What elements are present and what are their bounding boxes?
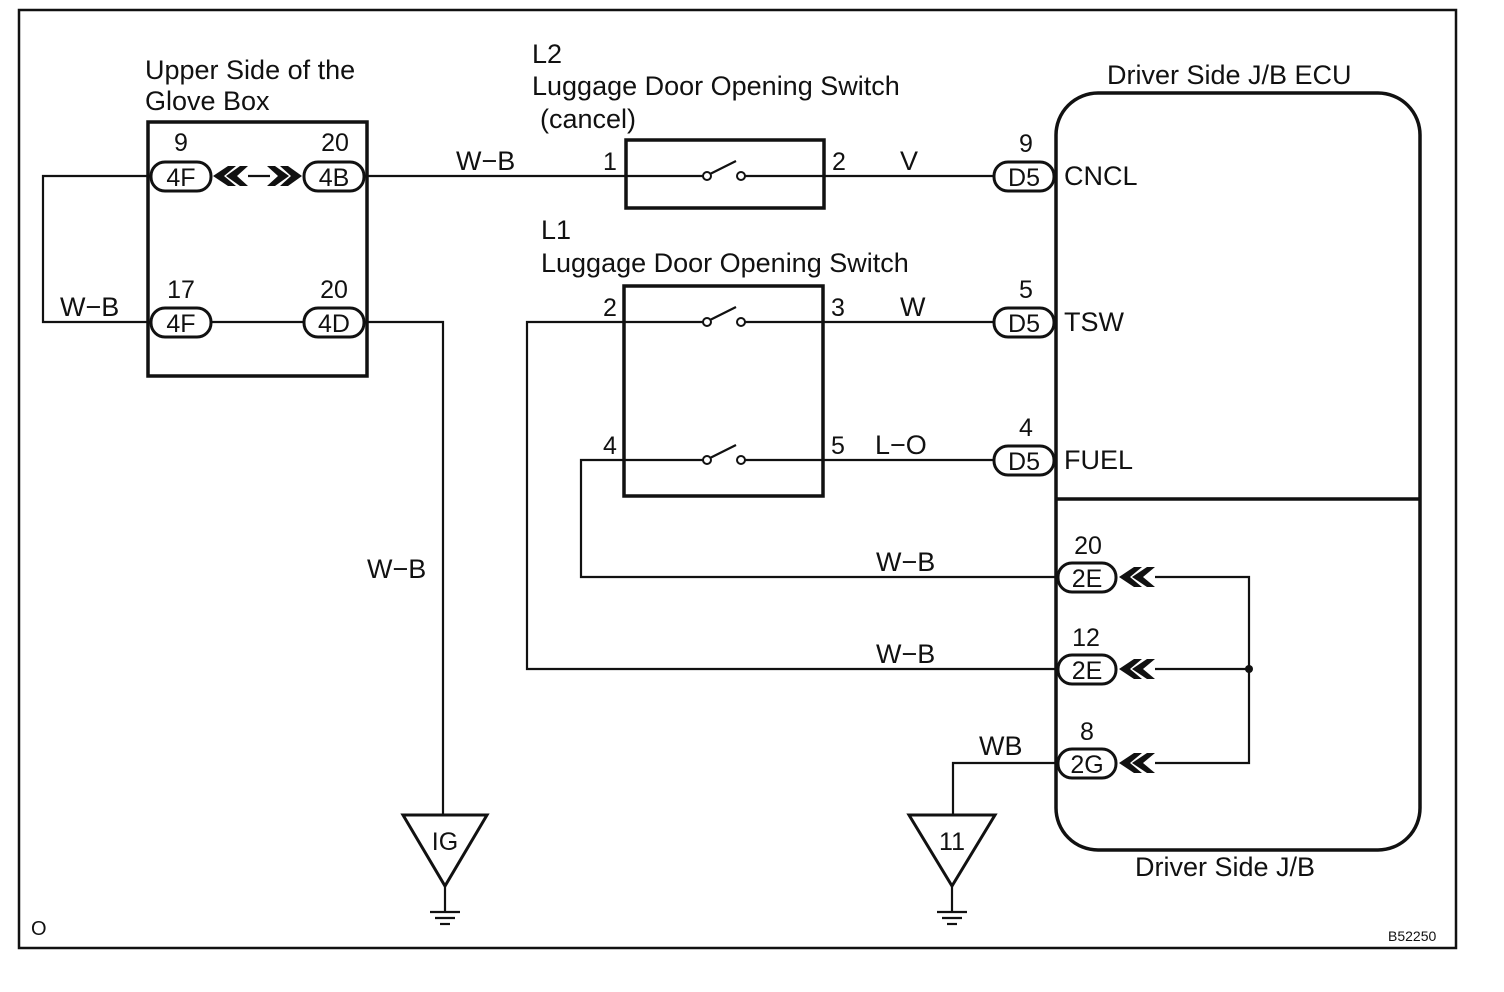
l1-switch-contact-lower [624, 444, 823, 465]
l1-pin-top-left: 2 [603, 294, 617, 322]
connector-2e20-pin: 20 [1074, 532, 1102, 560]
connector-4f-top-code: 4F [166, 164, 195, 192]
wire-label-wb-2e20: W−B [876, 547, 935, 577]
l2-pin-right: 2 [832, 148, 846, 176]
connector-4f-bottom-pin: 17 [167, 276, 195, 304]
l1-label: Luggage Door Opening Switch [541, 248, 909, 278]
l2-label-line1: Luggage Door Opening Switch [532, 71, 900, 101]
connector-d5-cncl-pin: 9 [1019, 130, 1033, 158]
connector-2e20-arrow [1119, 567, 1155, 587]
wire-label-wb-top: W−B [456, 146, 515, 176]
wire-label-wb-left: W−B [60, 292, 119, 322]
ecu-pin-cncl: CNCL [1064, 161, 1138, 191]
connector-4b-code: 4B [319, 164, 350, 192]
glove-box-label-line1: Upper Side of the [145, 55, 355, 85]
connector-2g8-pin: 8 [1080, 718, 1094, 746]
connector-d5-tsw-code: D5 [1008, 310, 1040, 338]
connector-d5-fuel-pin: 4 [1019, 414, 1033, 442]
connector-d5-tsw [992, 306, 1056, 339]
connector-4d-pin: 20 [320, 276, 348, 304]
connector-2e20-code: 2E [1072, 565, 1103, 593]
ecu-pin-tsw: TSW [1064, 307, 1125, 337]
jb-splice-point [1245, 665, 1253, 673]
diagram-frame [17, 8, 1458, 950]
l1-switch-box [622, 284, 825, 498]
ground-11-symbol [937, 886, 967, 926]
connector-2e20 [1056, 561, 1118, 594]
wire-2g-to-ground-11 [951, 761, 1058, 815]
connector-2g8-arrow [1119, 753, 1155, 773]
l2-switch-contact [626, 160, 824, 181]
wire-label-lo: L−O [875, 430, 927, 460]
wire-label-w: W [900, 292, 926, 322]
l1-switch-contact-upper [624, 306, 823, 327]
l1-pin-bottom-right: 5 [831, 432, 845, 460]
connector-d5-fuel [992, 444, 1056, 477]
ground-ig-triangle [400, 813, 490, 889]
l2-label-line2: (cancel) [540, 104, 636, 134]
wire-l1-pin4-to-2e20 [579, 458, 1058, 579]
corner-mark: O [31, 918, 47, 940]
connector-2e12-code: 2E [1072, 657, 1103, 685]
connector-2e12-arrow [1119, 659, 1155, 679]
ground-ig-label: IG [432, 828, 458, 856]
figure-id: B52250 [1388, 928, 1436, 944]
ground-ig-symbol [430, 886, 460, 926]
connector-4b-pin: 20 [321, 129, 349, 157]
wire-l1-pin2-to-2e12 [525, 320, 1058, 671]
ecu-label-bottom: Driver Side J/B [1135, 852, 1315, 882]
glove-box-junction [146, 120, 369, 378]
connector-d5-tsw-pin: 5 [1019, 276, 1033, 304]
wire-label-wb-vertical: W−B [367, 554, 426, 584]
wire-4d-to-ig [364, 320, 445, 815]
connector-2e12 [1056, 653, 1118, 686]
l1-pin-top-right: 3 [831, 294, 845, 322]
connector-4f-top [149, 160, 213, 193]
inline-connector-arrows [213, 166, 302, 186]
connector-d5-cncl-code: D5 [1008, 164, 1040, 192]
l2-pin-left: 1 [603, 148, 617, 176]
glove-box-loop-wire [41, 174, 150, 324]
connector-4f-bottom-code: 4F [166, 310, 195, 338]
connector-4d-code: 4D [318, 310, 350, 338]
wire-label-wb-2e12: W−B [876, 639, 935, 669]
driver-side-jb-ecu-box [1054, 91, 1422, 852]
ground-11-triangle [906, 813, 998, 889]
wire-label-v: V [900, 146, 918, 176]
connector-4f-top-pin: 9 [174, 129, 188, 157]
ecu-pin-fuel: FUEL [1064, 445, 1133, 475]
ecu-label-top: Driver Side J/B ECU [1107, 60, 1352, 90]
l1-pin-bottom-left: 4 [603, 432, 617, 460]
l1-ref: L1 [541, 215, 571, 245]
glove-box-label-line2: Glove Box [145, 86, 270, 116]
l2-ref: L2 [532, 39, 562, 69]
connector-2g8-code: 2G [1070, 751, 1103, 779]
connector-d5-cncl [992, 160, 1056, 193]
wire-label-wb-ground: WB [979, 731, 1023, 761]
ground-11-label: 11 [939, 828, 965, 856]
connector-2e12-pin: 12 [1072, 624, 1100, 652]
connector-d5-fuel-code: D5 [1008, 448, 1040, 476]
l2-switch-box [624, 138, 826, 210]
